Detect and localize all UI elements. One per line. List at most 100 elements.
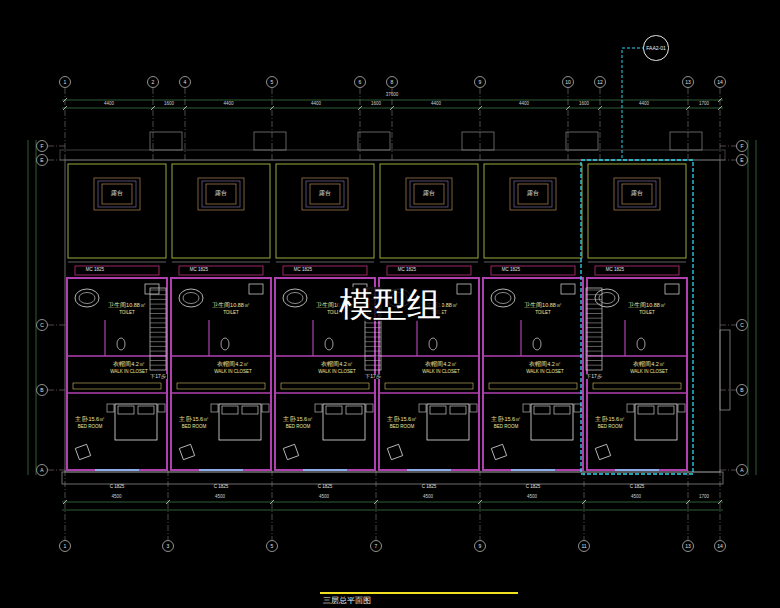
toilet bbox=[637, 338, 645, 350]
grid-line bbox=[392, 88, 393, 160]
wall bbox=[171, 355, 271, 357]
wall bbox=[587, 392, 687, 394]
terrace-drain-slope bbox=[614, 178, 660, 210]
nightstand bbox=[419, 404, 426, 412]
grid-bubble bbox=[267, 541, 278, 552]
terrace-outline bbox=[588, 164, 686, 258]
stair-tread bbox=[586, 346, 602, 347]
stair-tread bbox=[150, 365, 166, 366]
stair-tread bbox=[586, 337, 602, 338]
terrace-drain-slope bbox=[310, 184, 340, 204]
room-label: 露台 bbox=[318, 191, 332, 197]
row-letter: B bbox=[39, 388, 44, 393]
nightstand bbox=[107, 404, 114, 412]
dimension-tick bbox=[63, 98, 67, 102]
dimension-line bbox=[756, 140, 757, 475]
closet-shelf bbox=[489, 383, 577, 389]
wall bbox=[312, 320, 313, 356]
dimension: 4400 bbox=[430, 102, 442, 107]
room-label: 衣帽间4.2㎡ bbox=[216, 362, 250, 368]
dimension-tick bbox=[566, 106, 570, 110]
stair-tread bbox=[365, 365, 381, 366]
terrace-drain-slope bbox=[518, 184, 548, 204]
window-tag: MC 1825 bbox=[501, 268, 521, 273]
wall bbox=[275, 392, 375, 394]
bed bbox=[635, 404, 677, 440]
grid-bubble bbox=[563, 77, 574, 88]
grid-bubble bbox=[355, 77, 366, 88]
room-label: BED ROOM bbox=[597, 425, 624, 430]
window bbox=[407, 469, 451, 471]
room-label: TOILET bbox=[222, 311, 240, 316]
bathtub bbox=[491, 289, 515, 307]
stair-tread bbox=[365, 341, 381, 342]
grid-bubble bbox=[595, 77, 606, 88]
grid-bubble bbox=[267, 77, 278, 88]
grid-line bbox=[720, 88, 721, 160]
grid-number: 1 bbox=[63, 544, 68, 549]
armchair bbox=[179, 444, 194, 459]
dimension: 37600 bbox=[385, 93, 400, 98]
grid-line bbox=[720, 390, 736, 391]
stair-tread bbox=[586, 299, 602, 300]
nightstand bbox=[523, 404, 530, 412]
stair-tread bbox=[586, 290, 602, 291]
dimension: 1700 bbox=[698, 495, 710, 500]
stair-tread bbox=[150, 290, 166, 291]
grid-line bbox=[360, 88, 361, 160]
grid-bubble bbox=[737, 385, 748, 396]
grid-bubble bbox=[475, 77, 486, 88]
dimension: 1700 bbox=[698, 102, 710, 107]
window bbox=[303, 469, 347, 471]
pillow bbox=[118, 406, 134, 414]
bathtub bbox=[283, 289, 307, 307]
dimension-tick bbox=[63, 106, 67, 110]
stair-tread bbox=[150, 294, 166, 295]
bathtub bbox=[495, 293, 511, 304]
dimension: 4500 bbox=[630, 495, 642, 500]
grid-line bbox=[584, 470, 585, 540]
grid-bubble bbox=[180, 77, 191, 88]
bathtub bbox=[287, 293, 303, 304]
building-outline bbox=[65, 160, 720, 472]
grid-line bbox=[65, 470, 66, 540]
bathtub bbox=[599, 293, 615, 304]
stair-tread bbox=[365, 351, 381, 352]
dimension-line bbox=[62, 100, 723, 101]
grid-number: 10 bbox=[564, 80, 572, 85]
closet-shelf bbox=[73, 383, 161, 389]
dimension: 4400 bbox=[310, 102, 322, 107]
nightstand bbox=[574, 404, 581, 412]
room-label: 主 卧15.6㎡ bbox=[386, 417, 418, 423]
window-strip bbox=[75, 266, 159, 275]
window-tag: MC 1825 bbox=[85, 268, 105, 273]
closet-shelf bbox=[281, 383, 369, 389]
grid-number: 13 bbox=[684, 544, 692, 549]
grid-line bbox=[720, 146, 736, 147]
bed bbox=[427, 404, 469, 440]
room-label: 主 卧15.6㎡ bbox=[178, 417, 210, 423]
dimension-tick bbox=[390, 106, 394, 110]
dimension-tick bbox=[718, 500, 722, 504]
roof-chimney bbox=[150, 132, 182, 150]
pillow bbox=[242, 406, 258, 414]
dimension-tick bbox=[374, 500, 378, 504]
stair-tread bbox=[150, 313, 166, 314]
grid-number: 6 bbox=[358, 80, 363, 85]
pillow bbox=[554, 406, 570, 414]
room-label: WALK IN CLOSET bbox=[629, 370, 669, 375]
pillow bbox=[534, 406, 550, 414]
terrace-drain-slope bbox=[206, 184, 236, 204]
dimension-line bbox=[62, 510, 723, 511]
wall bbox=[275, 355, 375, 357]
toilet bbox=[325, 338, 333, 350]
bathtub bbox=[79, 293, 95, 304]
room-label: 卫生间10.88㎡ bbox=[211, 303, 251, 309]
grid-bubble bbox=[715, 541, 726, 552]
room-label: 露台 bbox=[110, 191, 124, 197]
stair-tread bbox=[150, 351, 166, 352]
wall bbox=[208, 320, 209, 356]
stair-tread bbox=[365, 332, 381, 333]
grid-number: 12 bbox=[596, 80, 604, 85]
wall-line bbox=[68, 262, 166, 263]
